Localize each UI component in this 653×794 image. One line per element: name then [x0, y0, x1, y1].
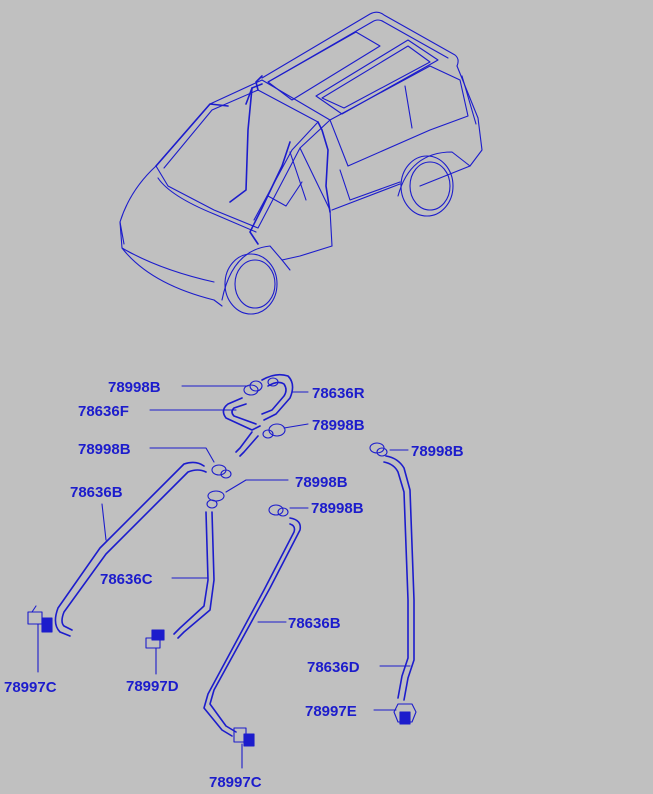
joint-78997d-drawing — [145, 629, 165, 649]
label-joint-78997c-2: 78997C — [209, 774, 262, 791]
hose-78636f-drawing — [222, 397, 261, 457]
clip-78998b-right — [369, 442, 388, 457]
label-joint-78997d: 78997D — [126, 678, 179, 695]
clip-78998b-left — [211, 464, 232, 479]
hose-78636b-right-drawing — [203, 517, 302, 737]
label-hose-78636b-2: 78636B — [288, 615, 341, 632]
clip-78998b-upper — [243, 377, 286, 439]
label-hose-78636c: 78636C — [100, 571, 153, 588]
label-clip-78998b-3: 78998B — [78, 441, 131, 458]
joint-78997e-drawing — [393, 703, 417, 725]
hose-78636c-drawing — [173, 511, 215, 639]
label-clip-78998b-6: 78998B — [311, 500, 364, 517]
label-hose-78636r: 78636R — [312, 385, 365, 402]
label-hose-78636f: 78636F — [78, 403, 129, 420]
label-joint-78997c-1: 78997C — [4, 679, 57, 696]
clip-78998b-center — [206, 490, 225, 509]
vehicle-washer-hoses — [155, 75, 331, 245]
label-hose-78636d: 78636D — [307, 659, 360, 676]
clip-78998b-lower — [268, 504, 289, 517]
label-clip-78998b-2: 78998B — [312, 417, 365, 434]
hose-78636b-left-drawing — [54, 461, 207, 637]
hose-78636r-drawing — [261, 373, 294, 421]
label-hose-78636b-1: 78636B — [70, 484, 123, 501]
label-clip-78998b-1: 78998B — [108, 379, 161, 396]
joint-78997c-left-drawing — [27, 605, 53, 633]
label-joint-78997e: 78997E — [305, 703, 357, 720]
vehicle-illustration — [119, 11, 483, 315]
label-clip-78998b-4: 78998B — [411, 443, 464, 460]
hose-78636d-drawing — [383, 455, 415, 701]
joint-78997c-lower-drawing — [233, 727, 255, 747]
label-clip-78998b-5: 78998B — [295, 474, 348, 491]
leader-lines — [37, 385, 411, 769]
part-labels: 78998B 78636R 78636F 78998B 78998B 78998… — [4, 379, 464, 791]
